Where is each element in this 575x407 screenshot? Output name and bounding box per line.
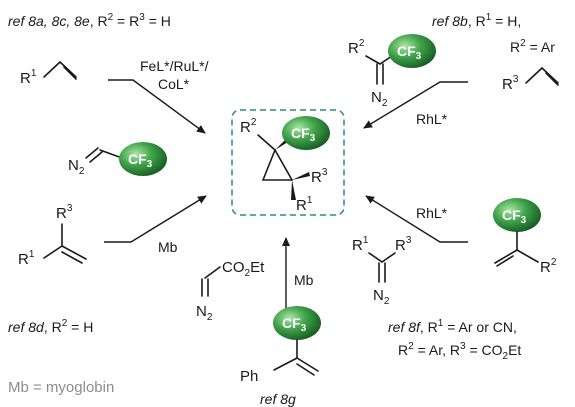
- svg-text:N2: N2: [373, 287, 390, 307]
- arrow-top-right: [363, 81, 468, 129]
- cf3-badge-top-right: [388, 34, 436, 68]
- catalyst-bottom: Mb: [294, 272, 314, 288]
- arrow-top-left: [108, 79, 206, 134]
- cf3-badge-right: [493, 198, 541, 232]
- arrow-right: [365, 195, 468, 243]
- svg-text:R3: R3: [502, 74, 519, 93]
- ref-top-left: ref 8a, 8c, 8e, R2 = R3 = H: [8, 12, 171, 29]
- cf3-badge-bottom: [273, 306, 321, 340]
- svg-text:CF3: CF3: [502, 207, 527, 226]
- diazo-cf3-left: N2 CF3: [68, 142, 167, 177]
- svg-text:CF3: CF3: [128, 151, 153, 170]
- svg-text:N2: N2: [196, 303, 213, 323]
- svg-text:CF3: CF3: [397, 43, 422, 62]
- svg-text:R2: R2: [540, 257, 557, 276]
- catalyst-top-right: RhL*: [416, 111, 448, 127]
- ref-bottom-left: ref 8d, R2 = H: [8, 318, 93, 335]
- catalyst-left: Mb: [158, 239, 178, 255]
- ref-right-1: ref 8f, R1 = Ar or CN,: [388, 318, 517, 335]
- ref-bottom: ref 8g: [260, 391, 296, 407]
- svg-text:R1: R1: [296, 195, 313, 214]
- svg-text:Ph: Ph: [240, 368, 258, 385]
- ref-top-right-2: R2 = Ar: [510, 38, 555, 55]
- catalyst-top-left-1: FeL*/RuL*/: [140, 58, 209, 74]
- svg-text:R3: R3: [395, 235, 412, 254]
- catalyst-top-left-2: CoL*: [158, 76, 190, 92]
- svg-text:R1: R1: [20, 68, 37, 87]
- svg-text:CO2Et: CO2Et: [222, 259, 265, 279]
- svg-text:N2: N2: [68, 157, 85, 177]
- svg-text:R1: R1: [352, 235, 369, 254]
- ref-right-2: R2 = Ar, R3 = CO2Et: [398, 341, 521, 362]
- catalyst-right: RhL*: [416, 205, 448, 221]
- svg-text:R1: R1: [18, 249, 35, 268]
- cyclopropane-product: R2 CF3 R3 R1: [240, 116, 330, 214]
- svg-text:CF3: CF3: [291, 125, 316, 144]
- arrow-bottom-left: [104, 195, 207, 243]
- alkene-bottom-left: R3 R1: [18, 203, 87, 268]
- ref-top-right-1: ref 8b, R1 = H,: [432, 12, 521, 29]
- product-box: [231, 109, 345, 216]
- svg-text:R2: R2: [348, 38, 365, 57]
- cf3-badge-left: [119, 142, 167, 176]
- alkene-top-left: R1: [20, 61, 77, 87]
- svg-text:CF3: CF3: [282, 315, 307, 334]
- ethyl-diazoacetate: CO2Et N2: [196, 259, 265, 323]
- cf3-styrene: CF3 Ph: [240, 306, 321, 385]
- cf3-badge-product: [282, 116, 330, 150]
- alkene-cf3-right: CF3 R2: [493, 198, 557, 276]
- diazo-right: R1 R3 N2: [352, 235, 412, 307]
- svg-text:N2: N2: [371, 89, 388, 109]
- svg-text:R2: R2: [240, 117, 257, 136]
- svg-text:R3: R3: [56, 203, 73, 222]
- legend-myoglobin: Mb = myoglobin: [8, 379, 114, 396]
- alkene-top-right: R3: [502, 67, 559, 93]
- diazo-cf3-top-right: R2 CF3 N2: [348, 34, 436, 109]
- svg-text:R3: R3: [311, 167, 328, 186]
